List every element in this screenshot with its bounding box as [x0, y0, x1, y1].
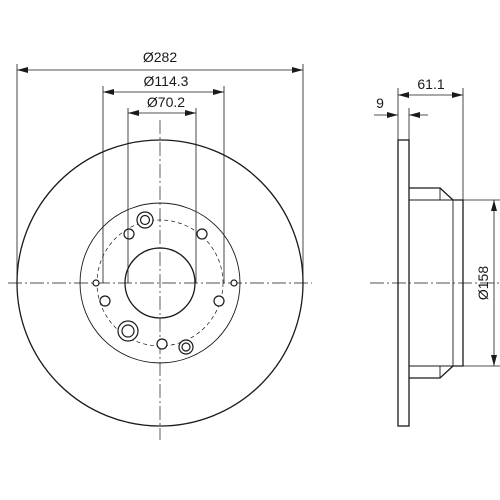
disc-plate-profile [397, 139, 410, 427]
locating-hole-inner [181, 342, 191, 352]
front-view-dimensions: Ø282 Ø114.3 Ø70.2 [16, 49, 304, 283]
arrowhead [387, 112, 398, 118]
bolt-hole [196, 228, 208, 240]
locating-hole-inner [139, 214, 151, 226]
bolt-hole [99, 295, 111, 307]
overall-height-label: 61.1 [417, 76, 444, 92]
arrowhead [213, 89, 224, 95]
hat-profile [409, 187, 464, 379]
bolt-hole [213, 295, 225, 307]
arrowhead [491, 355, 497, 366]
hat-diameter-label: Ø158 [475, 266, 491, 300]
arrowhead [292, 67, 303, 73]
hat-outer-edge [79, 202, 241, 364]
bolt-circle-label: Ø114.3 [144, 73, 189, 89]
arrowhead [409, 112, 420, 118]
arrowhead [103, 89, 114, 95]
arrowhead [185, 110, 196, 116]
locating-hole-inner [121, 324, 135, 338]
pin-hole [230, 279, 238, 287]
front-view [8, 120, 312, 440]
arrowhead [398, 92, 409, 98]
pin-hole [92, 279, 100, 287]
bolt-hole [156, 338, 168, 350]
side-view-dimensions: 61.1 9 Ø158 [374, 76, 500, 367]
arrowhead [17, 67, 28, 73]
thickness-label: 9 [376, 95, 384, 111]
side-view [370, 139, 500, 427]
center-bore-label: Ø70.2 [147, 94, 185, 110]
center-bore [124, 247, 196, 319]
arrowhead [491, 200, 497, 211]
arrowhead [128, 110, 139, 116]
bolt-hole [123, 228, 135, 240]
outer-diameter-label: Ø282 [143, 49, 177, 65]
arrowhead [452, 92, 463, 98]
